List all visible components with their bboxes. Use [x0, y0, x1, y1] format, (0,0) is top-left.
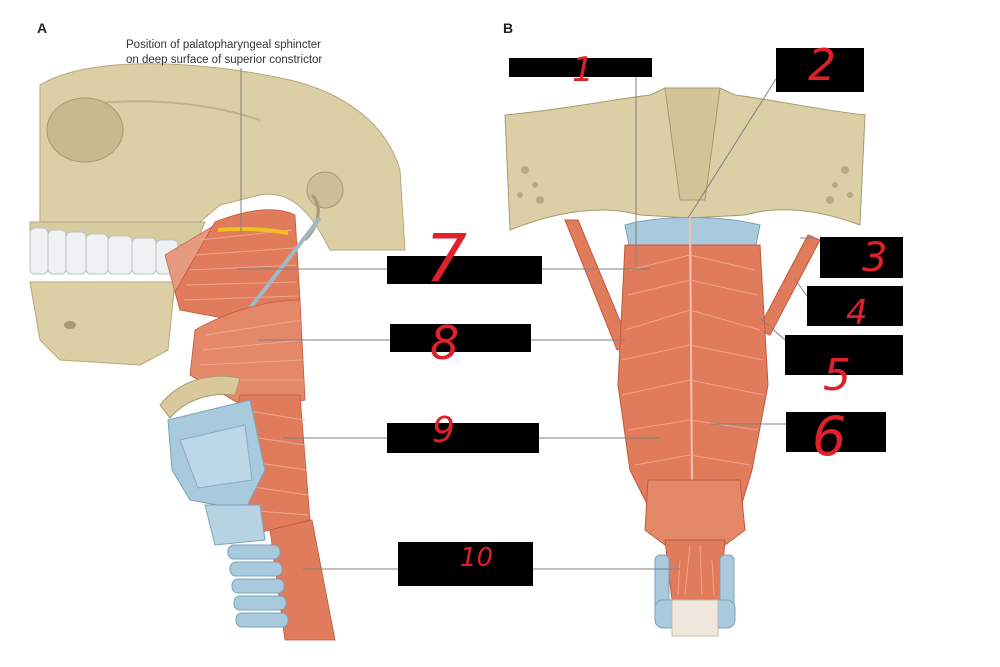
label-box-1	[509, 58, 652, 77]
mastoid-process	[306, 171, 344, 209]
handwritten-number-10: 10	[460, 543, 494, 573]
handwritten-number-6: 6	[812, 405, 847, 468]
panel-label-a: A	[37, 20, 48, 36]
esophagus	[664, 539, 726, 601]
palatopharyngeal-sphincter	[217, 227, 289, 235]
handwritten-number-3: 3	[862, 235, 888, 281]
handwritten-number-5: 5	[823, 350, 851, 401]
dens-process	[664, 87, 721, 201]
upper-teeth	[29, 227, 179, 275]
cricoid-cartilage	[204, 504, 266, 546]
handwritten-number-4: 4	[846, 293, 868, 333]
label-box-8	[390, 324, 531, 352]
mandible	[29, 281, 176, 366]
orbit	[46, 97, 124, 163]
caption-line-1: Position of palatopharyngeal sphincter	[126, 39, 321, 51]
panel-label-b: B	[503, 20, 514, 36]
handwritten-number-1: 1	[572, 50, 594, 90]
label-box-2	[776, 48, 864, 92]
lateral-view-figure	[29, 63, 406, 641]
posterior-view-figure	[504, 87, 866, 637]
label-box-5	[785, 335, 903, 375]
label-box-9	[387, 423, 539, 453]
hyoid-bone	[159, 375, 241, 419]
handwritten-number-8: 8	[430, 316, 460, 370]
label-box-4	[807, 286, 903, 326]
handwritten-number-9: 9	[432, 410, 455, 451]
label-box-7	[387, 256, 542, 284]
stylopharyngeus-right	[757, 234, 821, 336]
handwritten-number-7: 7	[425, 220, 467, 297]
caption-line-2: on deep surface of superior constrictor	[126, 54, 323, 66]
trachea	[227, 544, 289, 628]
label-box-10	[398, 542, 533, 586]
pharynx-posterior	[617, 244, 769, 511]
handwritten-number-2: 2	[808, 40, 836, 91]
sphincter-caption: Position of palatopharyngeal sphincter o…	[126, 38, 322, 68]
label-box-6	[786, 412, 886, 452]
label-box-3	[820, 237, 903, 278]
